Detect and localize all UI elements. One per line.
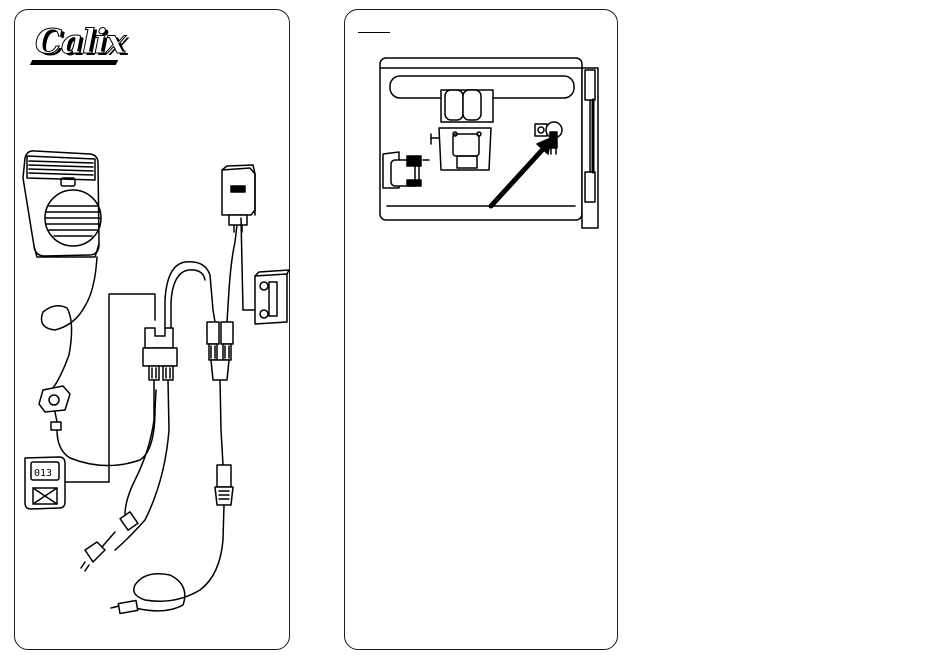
fan-heater-icon [23,151,101,257]
connector-pair-icon [207,322,233,380]
timer-remote-icon: 013 [25,457,65,509]
left-panel: Calix [14,9,290,650]
engine-bay-illustration [345,10,619,651]
junction-box-icon [143,328,177,380]
mains-plug-icon [39,386,70,430]
socket-plate-icon [255,270,289,324]
inline-connector-icon [81,512,138,571]
engine-block-icon [431,90,493,170]
svg-text:013: 013 [34,468,52,479]
cable-end-plug-icon [111,601,138,614]
plug-connector-icon [215,465,233,505]
right-panel [344,9,618,650]
wiring-diagram-illustration: 013 [15,10,291,651]
power-outlet-icon [222,165,255,232]
